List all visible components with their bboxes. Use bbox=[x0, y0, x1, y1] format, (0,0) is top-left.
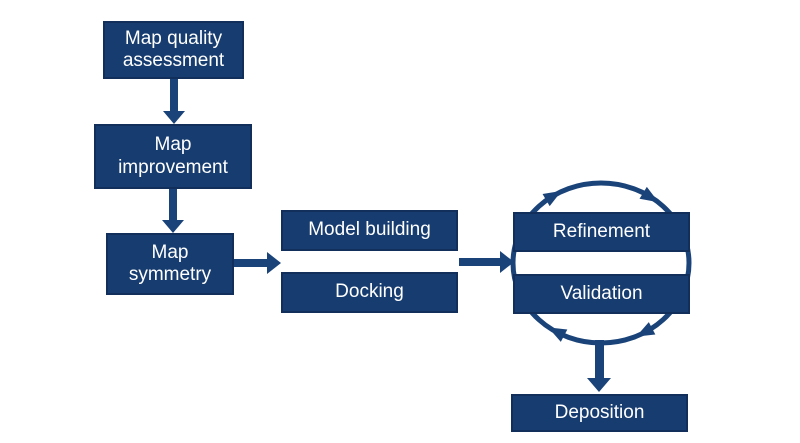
node-label: Map improvement bbox=[118, 134, 228, 178]
node-validation: Validation bbox=[513, 274, 690, 314]
node-label: Model building bbox=[308, 219, 431, 241]
node-label: Refinement bbox=[552, 220, 651, 242]
cycle-arrowhead-bottom-right-icon bbox=[636, 322, 656, 337]
node-docking: Docking bbox=[281, 272, 458, 313]
arrow-down-improvement-to-symmetry-icon bbox=[162, 189, 184, 233]
arrow-down-cycle-to-deposition-icon bbox=[587, 340, 611, 392]
cycle-arrowhead-top-left-icon bbox=[542, 190, 562, 207]
cycle-arrowhead-bottom-left-icon bbox=[548, 327, 568, 342]
node-model-building: Model building bbox=[281, 210, 458, 251]
node-label: Map symmetry bbox=[128, 241, 212, 285]
node-refinement: Refinement bbox=[513, 212, 690, 252]
cycle-arrowhead-top-right-icon bbox=[639, 186, 659, 203]
node-label: Docking bbox=[335, 281, 404, 303]
arrow-right-modeling-to-refinement-icon bbox=[459, 251, 514, 273]
node-map-quality-assessment: Map quality assessment bbox=[103, 21, 244, 79]
arrow-down-assessment-to-improvement-icon bbox=[163, 79, 185, 124]
node-label: Validation bbox=[560, 282, 643, 304]
node-label: Map quality assessment bbox=[122, 27, 225, 71]
iteration-cycle-ellipse bbox=[510, 180, 692, 346]
node-map-improvement: Map improvement bbox=[94, 124, 252, 189]
node-map-symmetry: Map symmetry bbox=[106, 233, 234, 295]
node-label: Deposition bbox=[554, 401, 645, 423]
node-deposition: Deposition bbox=[511, 394, 688, 432]
arrow-right-symmetry-to-modeling-icon bbox=[234, 252, 281, 274]
